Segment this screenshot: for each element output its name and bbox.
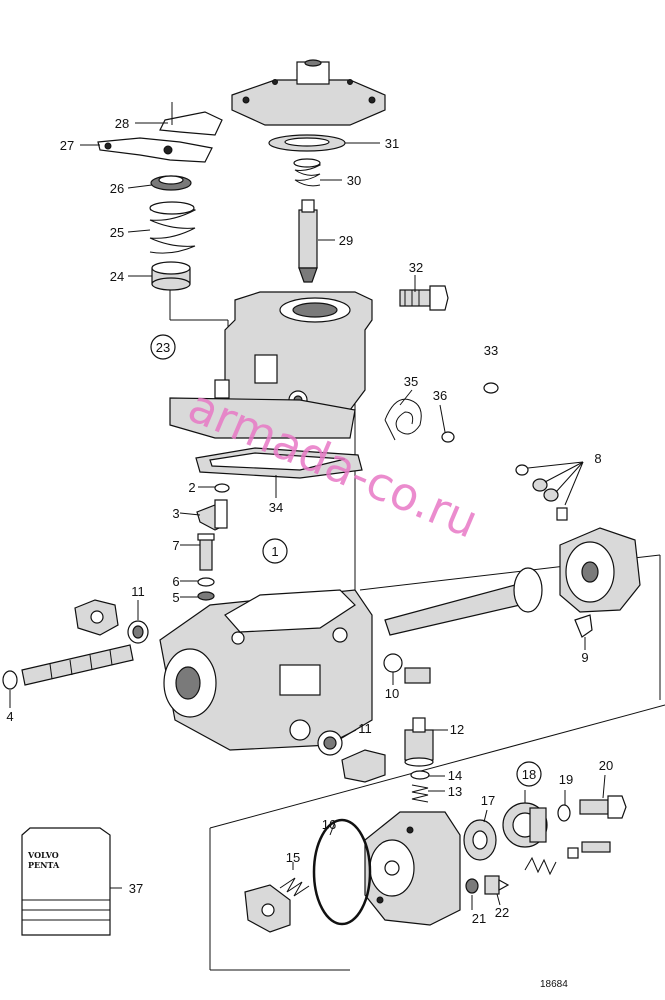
hub-coupling: [559, 527, 641, 613]
valve-18: [502, 802, 548, 848]
label-4: 4: [6, 709, 13, 724]
shaft-4: [2, 644, 134, 690]
spring-25: [149, 201, 197, 254]
oring-2: [214, 483, 230, 493]
retainer-26: [150, 175, 192, 191]
manual-logo-line2: PENTA: [28, 860, 60, 870]
label-12: 12: [450, 722, 464, 737]
label-31: 31: [385, 136, 399, 151]
label-25: 25: [110, 225, 124, 240]
label-36: 36: [433, 388, 447, 403]
top-cover-plate: [231, 59, 386, 126]
seat-24: [151, 261, 191, 291]
seal-10: [383, 653, 431, 684]
label-5: 5: [172, 590, 179, 605]
governor-housing: [169, 291, 373, 439]
circle-23: [150, 334, 176, 360]
label-10: 10: [385, 686, 399, 701]
label-30: 30: [347, 173, 361, 188]
distributor-head: [364, 811, 461, 926]
label-35: 35: [404, 374, 418, 389]
flange-11-lower: [317, 730, 386, 783]
spring-13: [411, 784, 429, 803]
flange-11-left: [74, 599, 149, 644]
washer-14: [410, 770, 430, 780]
label-37: 37: [129, 881, 143, 896]
seal-17: [463, 819, 497, 861]
washer-21: [465, 878, 479, 894]
plunger-29: [298, 199, 318, 283]
label-22: 22: [495, 905, 509, 920]
washer-6: [197, 577, 215, 587]
label-33: 33: [484, 343, 498, 358]
label-8: 8: [594, 451, 601, 466]
label-1: 1: [271, 544, 278, 559]
gasket-31: [268, 134, 346, 152]
spring-15: [279, 877, 310, 897]
valve-7: [197, 533, 215, 571]
panel-lines: [169, 290, 665, 971]
label-7: 7: [172, 538, 179, 553]
banjo-3: [196, 499, 228, 531]
label-15: 15: [286, 850, 300, 865]
label-16: 16: [322, 817, 336, 832]
flange-plate: [244, 884, 291, 933]
label-28: 28: [115, 116, 129, 131]
gasket-34: [195, 447, 363, 479]
label-24: 24: [110, 269, 124, 284]
bolt-32: [399, 285, 449, 311]
leader-lines: [9, 122, 606, 910]
ring-36: [441, 431, 455, 443]
oring-33: [483, 382, 499, 394]
pump-body: [159, 589, 373, 751]
label-17: 17: [481, 793, 495, 808]
label-18: 18: [522, 767, 536, 782]
circle-1: [262, 538, 288, 564]
label-2: 2: [188, 480, 195, 495]
washer-5: [197, 591, 215, 601]
solenoid-12: [404, 717, 434, 767]
key-9: [574, 614, 593, 638]
label-9: 9: [581, 650, 588, 665]
drawing-reference: 18684: [540, 979, 568, 990]
washer-19: [557, 804, 571, 822]
oring-16: [312, 818, 372, 926]
label-11-lower: 11: [358, 721, 372, 736]
spring-35: [384, 398, 422, 441]
label-19: 19: [559, 772, 573, 787]
label-20: 20: [599, 758, 613, 773]
plate-28: [159, 102, 223, 136]
spring-30: [293, 158, 322, 187]
label-26: 26: [110, 181, 124, 196]
label-34: 34: [269, 500, 283, 515]
label-27: 27: [60, 138, 74, 153]
manual-logo-line1: VOLVO: [27, 850, 59, 860]
manual-book: [21, 827, 122, 936]
label-6: 6: [172, 574, 179, 589]
nipple-22: [484, 875, 510, 895]
label-3: 3: [172, 506, 179, 521]
label-14: 14: [448, 768, 462, 783]
label-11-upper: 11: [131, 584, 145, 599]
lever-27: [97, 137, 213, 163]
label-32: 32: [409, 260, 423, 275]
spring-and-pin: [524, 841, 611, 876]
rollers-8: [515, 461, 584, 521]
circle-18: [516, 761, 542, 787]
label-23: 23: [156, 340, 170, 355]
drive-shaft: [384, 567, 543, 636]
label-29: 29: [339, 233, 353, 248]
label-21: 21: [472, 911, 486, 926]
bolt-20: [579, 795, 627, 819]
label-13: 13: [448, 784, 462, 799]
